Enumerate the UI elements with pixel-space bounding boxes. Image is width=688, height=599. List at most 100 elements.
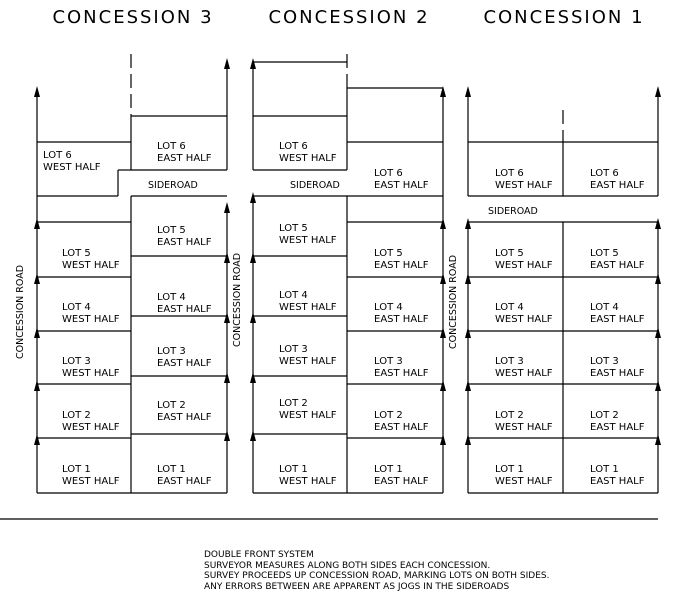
concession-3-block [34,54,230,494]
note-line: SURVEY PROCEEDS UP CONCESSION ROAD, MARK… [204,571,550,581]
survey-arrow [440,86,446,97]
half-label: WEST HALF [279,476,337,487]
half-label: EAST HALF [590,314,645,325]
concession-3-title: CONCESSION 3 [52,7,213,28]
half-label: WEST HALF [279,410,337,421]
survey-arrow [224,252,230,263]
half-label: WEST HALF [495,368,553,379]
lot-label: LOT 3 [157,346,186,357]
survey-arrow [440,218,446,229]
half-label: EAST HALF [374,422,429,433]
half-label: EAST HALF [157,476,212,487]
survey-arrow [655,434,661,445]
survey-arrow [224,372,230,383]
survey-arrow [224,312,230,323]
c1-west-labels: LOT 6 WEST HALF LOT 5 WEST HALF LOT 4 WE… [495,168,553,487]
half-label: EAST HALF [157,237,212,248]
lot-label: LOT 4 [279,290,308,301]
lot-label: LOT 2 [62,410,91,421]
concession-road-label-middle: CONCESSION ROAD [232,253,243,347]
survey-arrow [655,380,661,391]
half-label: EAST HALF [374,368,429,379]
concession-road-label-west: CONCESSION ROAD [15,265,26,359]
half-label: WEST HALF [43,162,101,173]
survey-arrow [250,312,256,323]
lot-label: LOT 1 [279,464,308,475]
half-label: WEST HALF [495,260,553,271]
half-label: EAST HALF [374,180,429,191]
lot-label: LOT 1 [374,464,403,475]
note-line: SURVEYOR MEASURES ALONG BOTH SIDES EACH … [204,560,491,571]
c2-east-labels: LOT 6 EAST HALF LOT 5 EAST HALF LOT 4 EA… [374,168,429,487]
lot-label: LOT 5 [495,248,524,259]
survey-arrow [465,434,471,445]
half-label: EAST HALF [157,358,212,369]
survey-arrow [34,327,40,338]
half-label: WEST HALF [279,302,337,313]
survey-arrow [250,372,256,383]
concession-2-block [250,54,446,494]
half-label: EAST HALF [590,260,645,271]
half-label: WEST HALF [495,476,553,487]
lot-label: LOT 3 [374,356,403,367]
lot-label: LOT 5 [62,248,91,259]
survey-arrow [250,430,256,441]
c2-west-labels: LOT 6 WEST HALF LOT 5 WEST HALF LOT 4 WE… [279,141,337,487]
survey-arrow [250,58,256,69]
lot-label: LOT 2 [279,398,308,409]
survey-arrow [465,86,471,97]
half-label: EAST HALF [374,260,429,271]
survey-arrow [224,202,230,213]
sideroad-label-c3: SIDEROAD [148,180,198,191]
lot-label: LOT 2 [495,410,524,421]
lot-label: LOT 3 [279,344,308,355]
lot-label: LOT 2 [157,400,186,411]
survey-arrow [34,434,40,445]
lot-label: LOT 3 [495,356,524,367]
half-label: EAST HALF [157,304,212,315]
lot-label: LOT 6 [43,150,72,161]
survey-arrow [655,327,661,338]
lot-label: LOT 5 [157,225,186,236]
half-label: WEST HALF [279,153,337,164]
survey-arrow [34,218,40,229]
survey-arrow [655,86,661,97]
survey-arrow [250,252,256,263]
half-label: EAST HALF [590,180,645,191]
lot-label: LOT 1 [62,464,91,475]
survey-arrow [465,218,471,229]
note-line: DOUBLE FRONT SYSTEM [204,550,314,560]
half-label: EAST HALF [374,476,429,487]
survey-arrow [224,430,230,441]
lot-label: LOT 2 [374,410,403,421]
concession-1-title: CONCESSION 1 [483,7,644,28]
lot-label: LOT 4 [157,292,186,303]
half-label: EAST HALF [590,368,645,379]
lot-label: LOT 1 [495,464,524,475]
survey-arrow [440,380,446,391]
survey-arrow [34,273,40,284]
lot-label: LOT 3 [590,356,619,367]
half-label: EAST HALF [590,476,645,487]
survey-arrow [440,273,446,284]
concession-road-label-east: CONCESSION ROAD [448,255,459,349]
half-label: WEST HALF [495,180,553,191]
notes-block: DOUBLE FRONT SYSTEM SURVEYOR MEASURES AL… [204,550,550,592]
lot-label: LOT 4 [590,302,619,313]
half-label: WEST HALF [62,476,120,487]
lot-label: LOT 4 [495,302,524,313]
lot-label: LOT 6 [495,168,524,179]
lot-label: LOT 1 [157,464,186,475]
lot-label: LOT 4 [62,302,91,313]
lot-label: LOT 5 [374,248,403,259]
survey-arrow [465,380,471,391]
lot-label: LOT 6 [374,168,403,179]
note-line: ANY ERRORS BETWEEN ARE APPARENT AS JOGS … [204,581,510,592]
half-label: WEST HALF [62,314,120,325]
lot-label: LOT 1 [590,464,619,475]
c3-east-labels: LOT 6 EAST HALF LOT 5 EAST HALF LOT 4 EA… [157,141,212,487]
lot-label: LOT 6 [279,141,308,152]
survey-arrow [224,58,230,69]
c3-west-labels: LOT 6 WEST HALF LOT 5 WEST HALF LOT 4 WE… [43,150,120,487]
